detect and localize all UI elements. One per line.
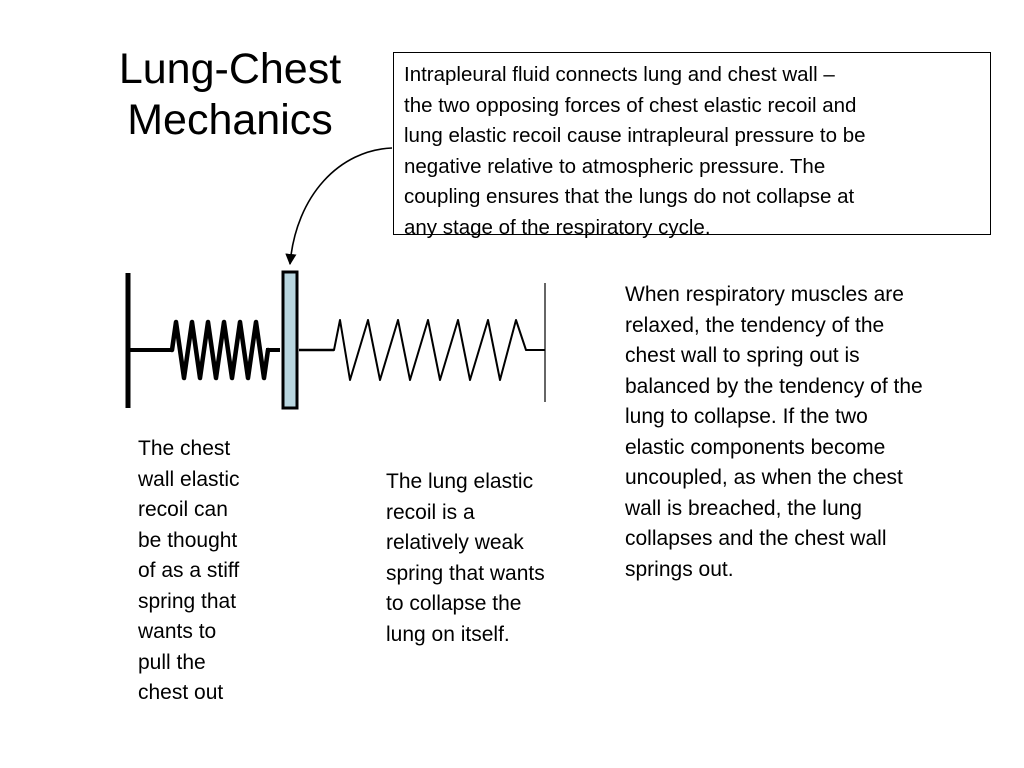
lung-description: The lung elastic recoil is a relatively …	[386, 470, 545, 646]
relaxed-state-description: When respiratory muscles are relaxed, th…	[625, 283, 923, 581]
intrapleural-callout-box: Intrapleural fluid connects lung and che…	[393, 52, 991, 239]
callout-arrow	[285, 147, 393, 266]
chest-wall-description: The chest wall elastic recoil can be tho…	[138, 437, 240, 704]
slide-title: Lung-Chest Mechanics	[118, 45, 342, 144]
chest-wall-spring	[169, 319, 271, 381]
lung-spring	[333, 319, 527, 381]
pleura-bar	[281, 270, 299, 410]
